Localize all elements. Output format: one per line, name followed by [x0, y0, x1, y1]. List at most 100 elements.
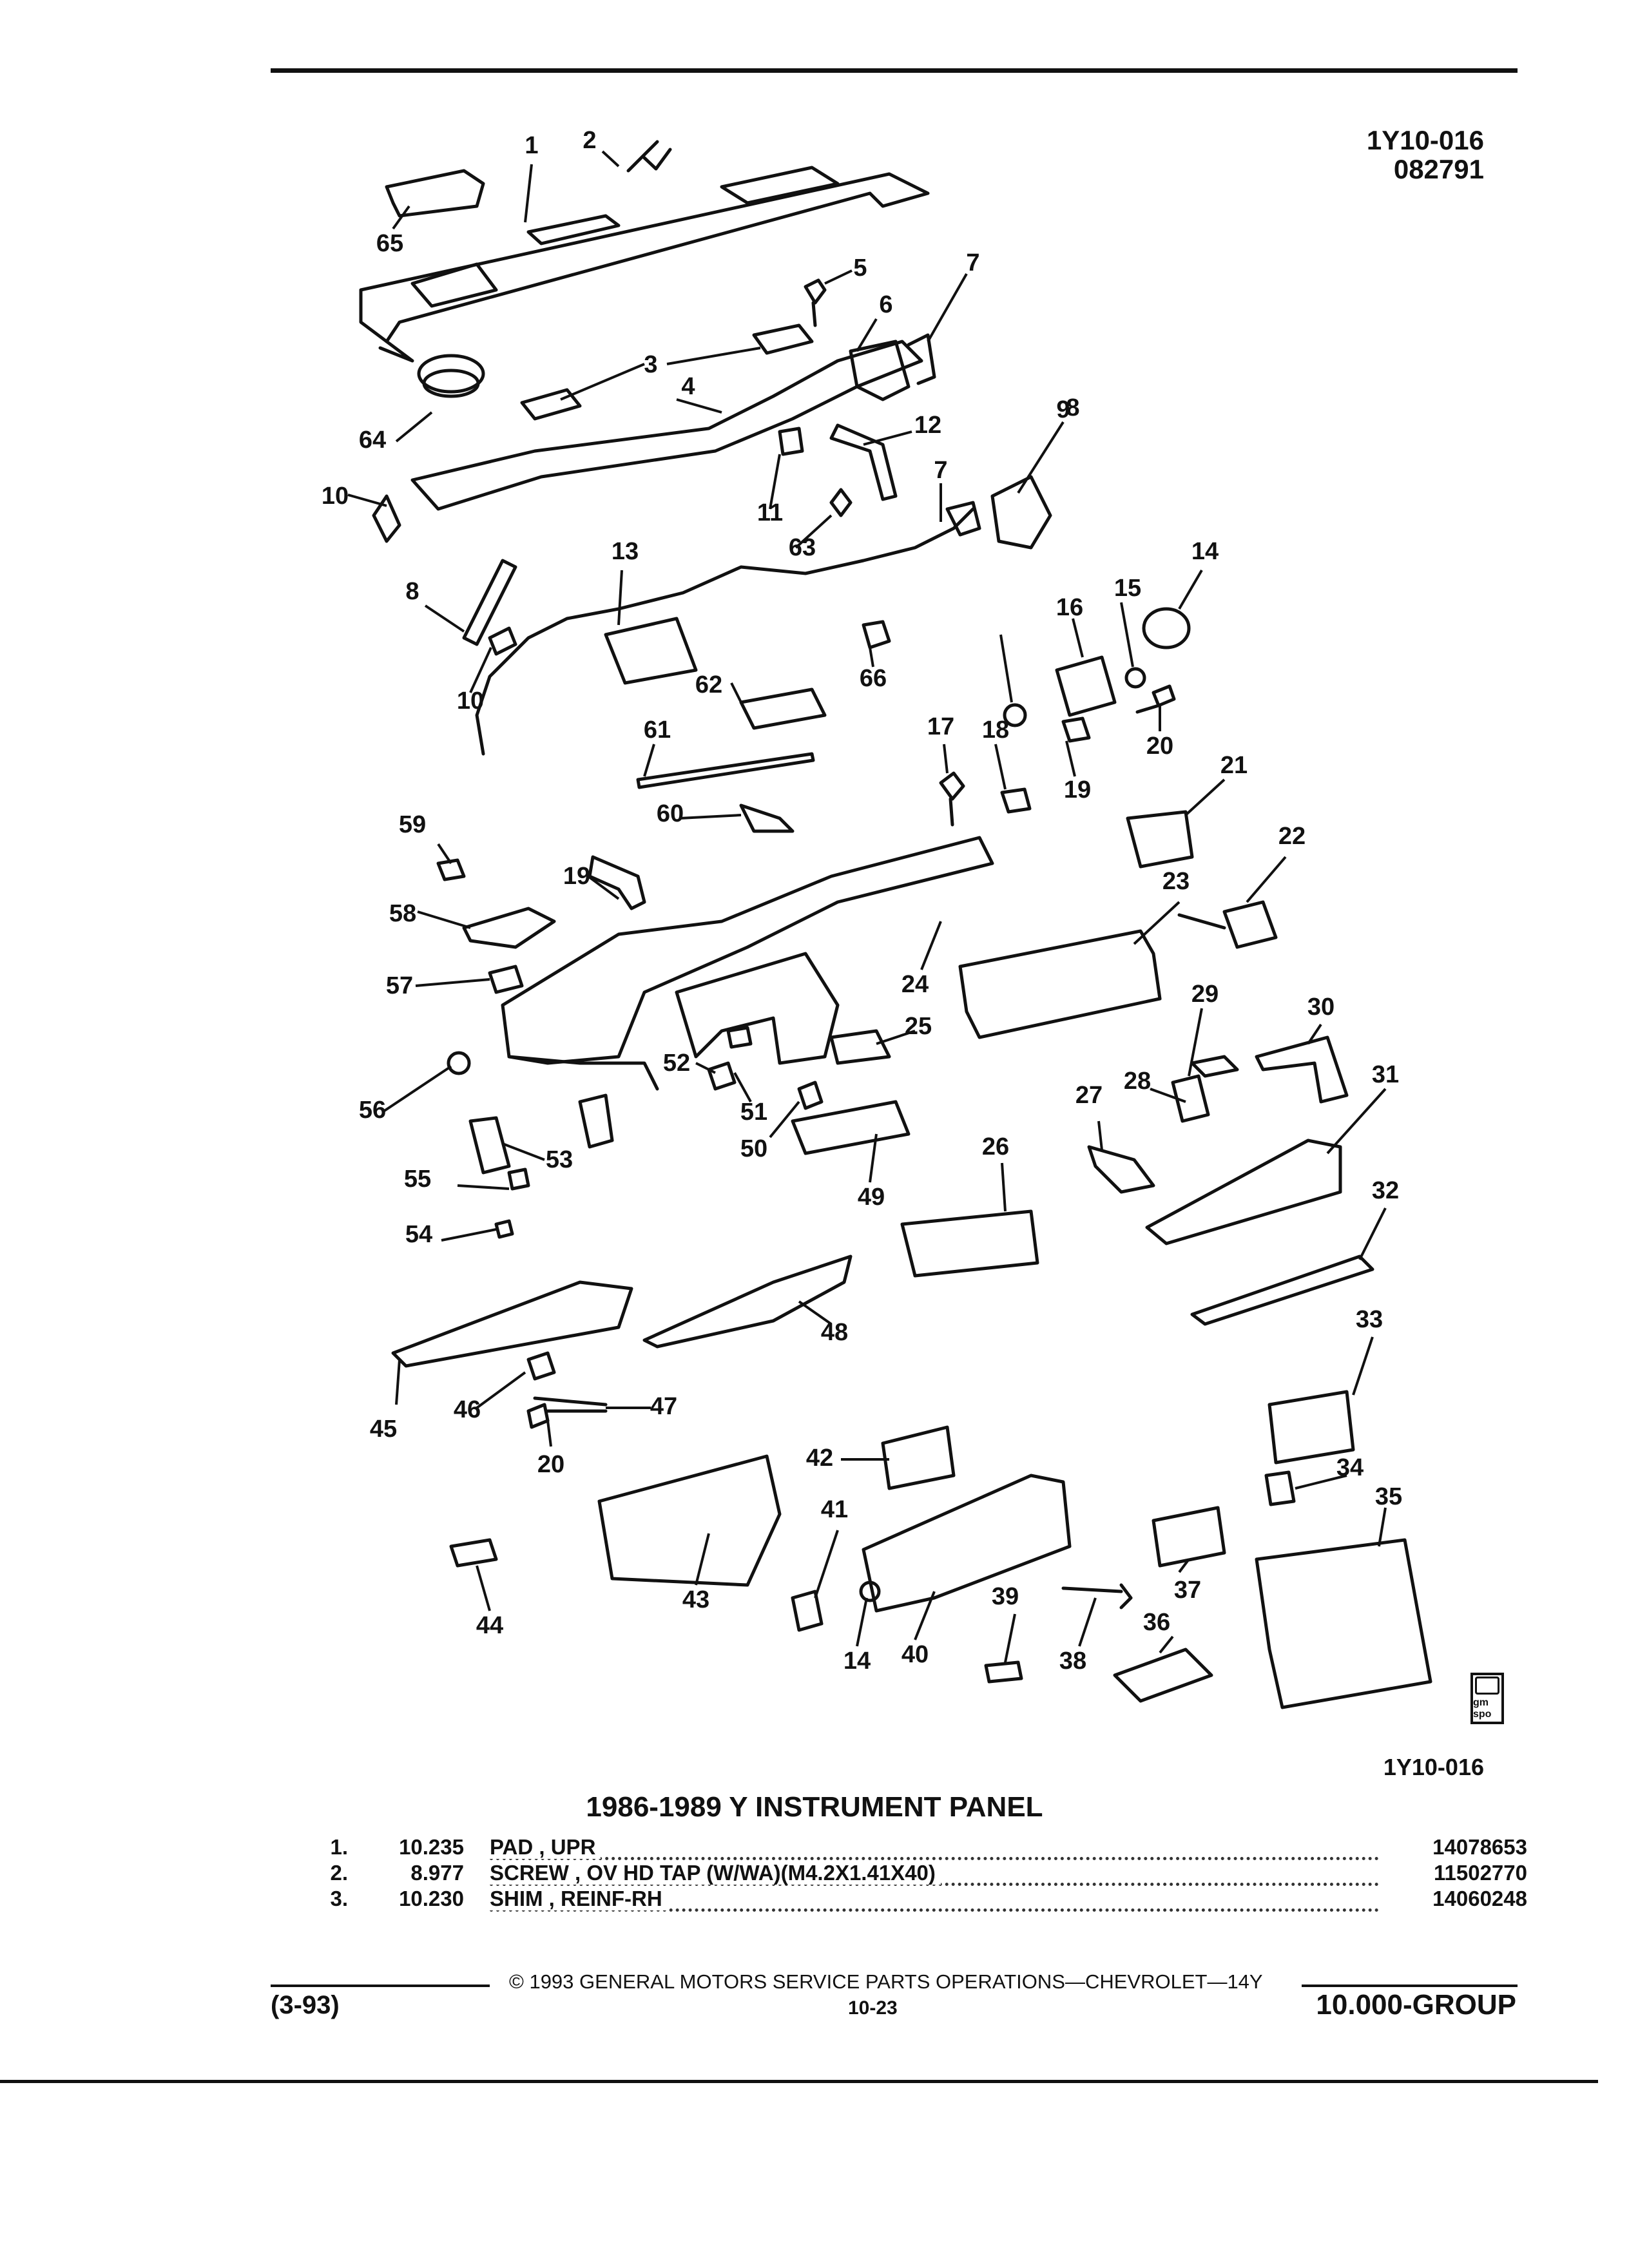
callout-label: 28	[1124, 1068, 1151, 1095]
callout-label: 37	[1174, 1577, 1201, 1604]
dot-leader	[490, 1835, 1379, 1860]
footer-page-number: 10-23	[848, 1997, 898, 2019]
part-index: 3.	[330, 1887, 348, 1910]
callout-label: 25	[905, 1013, 932, 1040]
callout-label: 62	[695, 671, 722, 698]
callout-label: 3	[644, 351, 657, 378]
part-number: 11502770	[1428, 1861, 1527, 1885]
bottom-rule	[0, 2080, 1598, 2083]
callout-label: 63	[789, 534, 816, 561]
footer-rule-left	[271, 1984, 490, 1987]
callout-label: 10	[457, 687, 484, 715]
callout-label: 13	[612, 538, 639, 565]
callout-label: 55	[404, 1166, 431, 1193]
part-code: 10.230	[399, 1887, 464, 1910]
callout-label: 20	[537, 1451, 564, 1478]
gm-logo-icon	[1475, 1677, 1499, 1695]
callout-label: 4	[681, 373, 695, 400]
callout-label: 49	[858, 1184, 885, 1211]
upper-pad-part	[359, 172, 930, 343]
callout-label: 52	[663, 1050, 690, 1077]
callout-label: 39	[992, 1583, 1019, 1610]
callout-label: 51	[740, 1099, 767, 1126]
callout-label: 15	[1114, 575, 1141, 602]
footer-copyright: © 1993 GENERAL MOTORS SERVICE PARTS OPER…	[509, 1970, 1263, 1993]
callout-label: 53	[546, 1146, 573, 1173]
callout-label: 7	[934, 457, 947, 484]
part-description: SHIM , REINF-RH	[490, 1887, 668, 1911]
part-index: 2.	[330, 1861, 348, 1885]
callout-label: 42	[806, 1445, 833, 1472]
parts-illustration	[359, 140, 1432, 1709]
footer-group: 10.000-GROUP	[1316, 1989, 1516, 2021]
callout-label: 14	[1191, 538, 1219, 565]
cluster-panel-part	[862, 1474, 1072, 1613]
leader-lines	[347, 150, 1387, 1663]
end-cap-part	[385, 169, 485, 218]
callout-label: 36	[1143, 1609, 1170, 1636]
callout-label: 29	[1191, 981, 1219, 1008]
callout-label: 64	[359, 427, 386, 454]
parts-list: 1. 10.235 PAD , UPR 14078653 2. 8.977 SC…	[303, 1835, 1527, 1912]
part-code: 10.235	[399, 1835, 464, 1859]
callout-label: 10	[322, 483, 349, 510]
callout-label: 43	[682, 1586, 709, 1613]
callout-label: 8	[1066, 394, 1079, 421]
callout-label: 11	[757, 499, 783, 526]
callout-label: 17	[927, 713, 954, 740]
callout-label: 41	[821, 1496, 848, 1523]
callout-label: 19	[563, 863, 590, 890]
badge-label: gm spo	[1473, 1697, 1492, 1720]
callout-label: 14	[843, 1648, 871, 1675]
callout-label: 26	[982, 1133, 1009, 1160]
parts-row: 2. 8.977 SCREW , OV HD TAP (W/WA)(M4.2X1…	[303, 1861, 1527, 1887]
callout-label: 8	[405, 578, 419, 605]
callout-label: 34	[1336, 1454, 1364, 1481]
callout-label: 65	[376, 230, 403, 257]
callout-label: 60	[657, 800, 684, 827]
callout-label: 27	[1075, 1082, 1103, 1109]
callout-label: 40	[901, 1641, 929, 1668]
part-number: 14078653	[1427, 1835, 1527, 1860]
callout-label: 61	[644, 716, 671, 744]
seal-part	[990, 475, 1052, 550]
callout-label: 19	[1064, 776, 1091, 803]
callout-label: 46	[454, 1396, 481, 1423]
callout-label: 7	[966, 249, 979, 276]
callout-label: 57	[386, 972, 413, 999]
instrument-panel-main-part	[501, 836, 994, 1065]
callout-label: 2	[583, 127, 596, 154]
header-date-code: 082791	[1393, 154, 1484, 184]
footer-rule-right	[1302, 1984, 1518, 1987]
trim-plate-part	[597, 1454, 782, 1587]
footer-date: (3-93)	[271, 1991, 340, 2019]
callout-label: 30	[1307, 994, 1335, 1021]
part-description: SCREW , OV HD TAP (W/WA)(M4.2X1.41X40)	[490, 1861, 941, 1885]
parts-row: 3. 10.230 SHIM , REINF-RH 14060248	[303, 1887, 1527, 1912]
shim-part	[520, 323, 814, 421]
callout-label: 33	[1356, 1306, 1383, 1333]
callout-label: 16	[1056, 594, 1083, 621]
parts-row: 1. 10.235 PAD , UPR 14078653	[303, 1835, 1527, 1861]
callout-label: 38	[1059, 1648, 1086, 1675]
callout-label: 35	[1375, 1483, 1402, 1510]
wiring-harness-part	[475, 507, 975, 756]
callout-label: 66	[860, 665, 887, 692]
callout-label: 44	[476, 1612, 503, 1639]
callout-label: 23	[1162, 868, 1190, 895]
callout-label: 54	[405, 1221, 432, 1248]
header-code: 1Y10-016	[1366, 125, 1484, 155]
part-index: 1.	[330, 1835, 348, 1859]
gm-spo-badge: gm spo	[1470, 1673, 1504, 1724]
callout-label: 56	[359, 1097, 386, 1124]
callout-label: 45	[370, 1416, 397, 1443]
switch-part	[1126, 810, 1194, 869]
speaker-part	[417, 354, 485, 394]
part-code: 8.977	[410, 1861, 464, 1885]
callout-label: 31	[1372, 1061, 1399, 1088]
figure-code: 1Y10-016	[1383, 1754, 1484, 1780]
console-bezel-part	[1255, 1538, 1432, 1709]
callout-label: 9	[1056, 396, 1070, 423]
